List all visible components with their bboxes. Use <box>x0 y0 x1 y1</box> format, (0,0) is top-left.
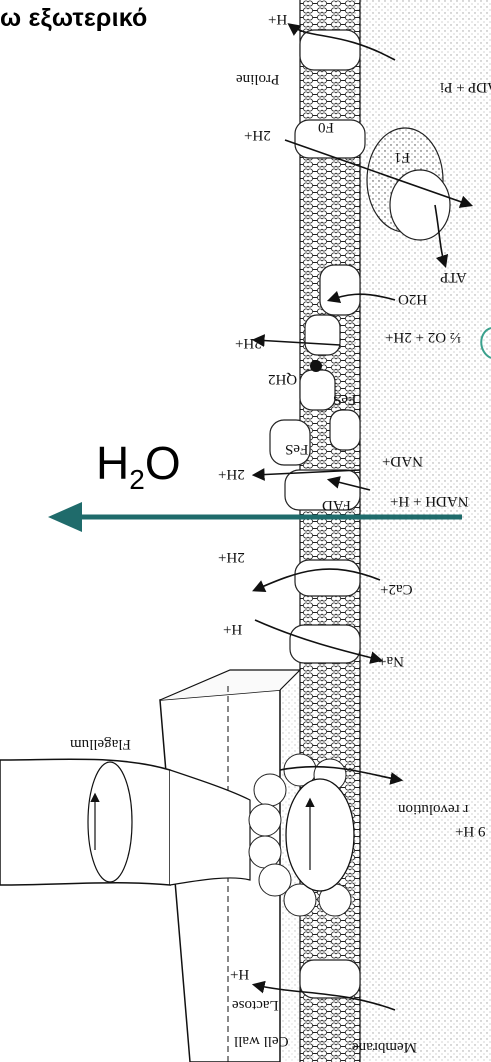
label-h-plus-lactose: H+ <box>230 965 249 982</box>
h2o-subscript: 2 <box>129 464 145 495</box>
label-lactose: Lactose <box>232 996 279 1013</box>
label-na: Na+ <box>378 652 404 669</box>
label-9h: 9 H+ <box>455 822 486 839</box>
label-nad: NAD+ <box>382 452 423 469</box>
h2o-tail: O <box>145 437 181 489</box>
label-ca: Ca2+ <box>380 580 413 597</box>
label-fes-b: FeS <box>285 440 308 457</box>
label-2h-f0: 2H+ <box>244 126 271 143</box>
label-half-o2: ½ O2 + 2H+ <box>385 328 461 345</box>
h2o-main: H <box>96 437 129 489</box>
label-h2o-small: H2O <box>398 290 427 307</box>
label-atp: ATP <box>440 268 467 285</box>
label-qh2: QH2 <box>268 370 297 387</box>
flagellar-motor <box>249 754 354 916</box>
label-2h-b: 2H+ <box>235 334 262 351</box>
label-fes-a: FeS <box>333 390 356 407</box>
label-2h-nad: 2H+ <box>218 465 245 482</box>
label-cell-wall: Cell wall <box>234 1032 289 1049</box>
label-f0: F0 <box>318 118 334 135</box>
label-nadh: NADH + H+ <box>390 492 469 509</box>
label-f1: F1 <box>394 148 410 165</box>
label-proline: Proline <box>236 70 279 87</box>
quinone-dot <box>310 360 322 372</box>
label-fad: FAD <box>322 496 351 513</box>
label-adp-pi: ADP + Pi <box>440 78 491 95</box>
label-per-revolution: r revolution <box>398 800 468 817</box>
label-2h-ca: 2H+ <box>218 548 245 565</box>
label-h-plus-na: H+ <box>223 620 242 637</box>
label-membrane: Membrane <box>352 1038 417 1055</box>
label-h-plus-top: H+ <box>268 10 287 27</box>
label-flagellum: Flagellum <box>70 735 131 752</box>
h2o-label: H2O <box>96 440 181 494</box>
